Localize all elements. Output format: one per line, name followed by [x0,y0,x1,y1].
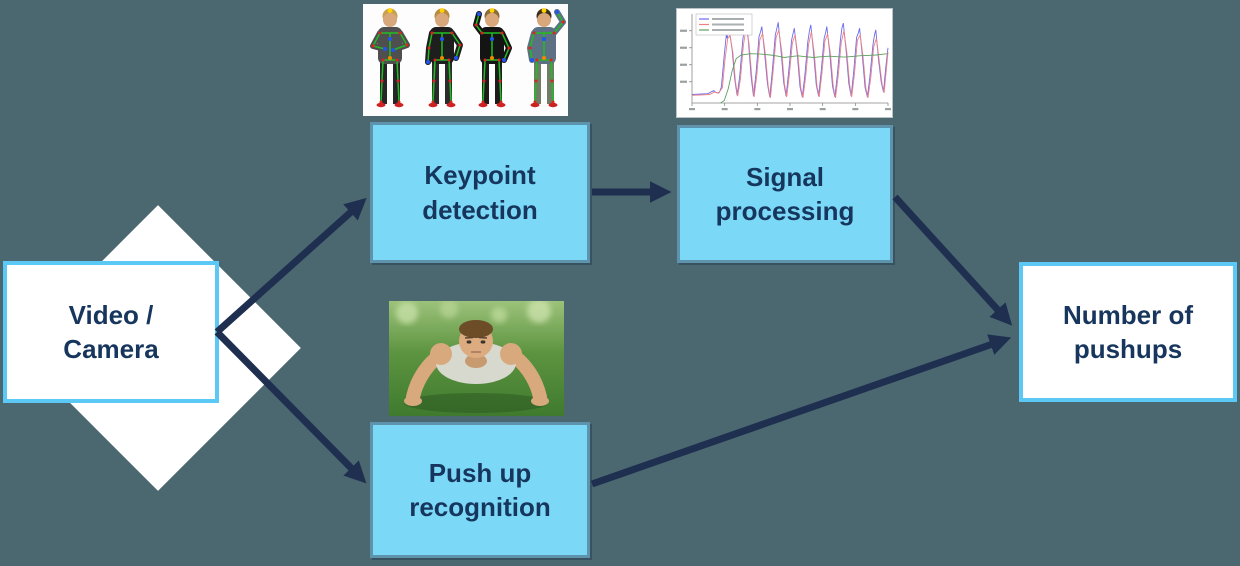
chart-legend [695,13,753,36]
node-pushup-recognition-label: Push up recognition [409,457,551,522]
node-signal-processing-label: Signal processing [715,161,855,226]
pose-estimation-image [363,4,568,116]
node-pushup-recognition: Push up recognition [370,422,590,558]
chart-series-red-smoothed-signal [691,28,889,98]
signal-plot-image [676,8,893,118]
node-video-camera-label: Video / Camera [63,299,159,364]
pose-person [425,8,463,108]
pose-person [527,8,566,108]
arrow-signal-processing-to-number-of-pushups [892,194,1013,326]
pushup-photo-image [389,301,564,416]
node-number-of-pushups: Number of pushups [1019,262,1237,402]
node-signal-processing: Signal processing [677,125,893,263]
node-number-of-pushups-label: Number of pushups [1063,299,1193,364]
pose-person [473,8,512,108]
arrow-pushup-recognition-to-number-of-pushups [590,334,1012,488]
node-video-camera: Video / Camera [3,261,219,403]
node-keypoint-detection: Keypoint detection [370,122,590,263]
pose-person [370,8,410,108]
node-keypoint-detection-label: Keypoint detection [422,160,538,225]
chart-series-green-baseline [720,53,889,104]
